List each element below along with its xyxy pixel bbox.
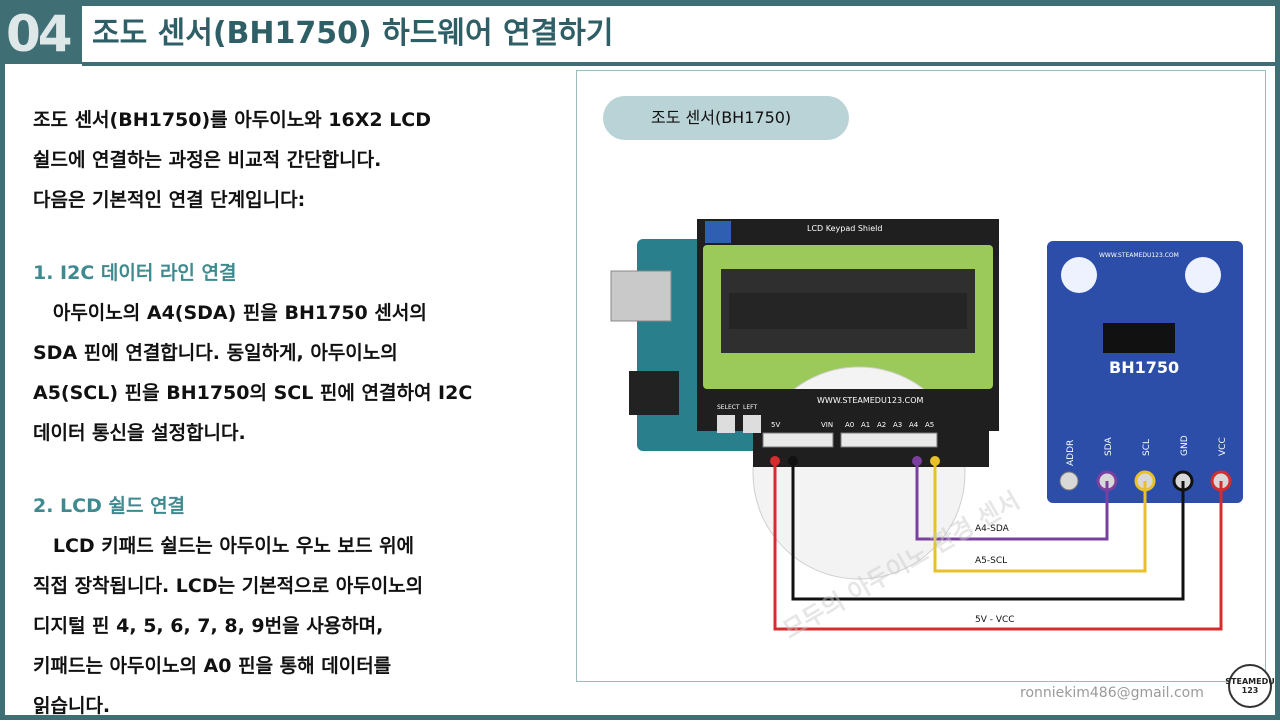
section-line: 읽습니다. [33,695,111,717]
section-title-lcd: 2. LCD 쉴드 연결 [33,495,186,517]
sensor-pin-labels: ADDR SDA SCL GND VCC [1066,435,1228,466]
left-button [743,415,761,433]
intro-line: 다음은 기본적인 연결 단계입니다: [33,189,306,211]
mount-hole [1185,257,1221,293]
pad-addr [1059,471,1079,491]
button-label-select: SELECT [717,404,740,411]
pin-label-vin: VIN [821,421,833,429]
sensor-pin-vcc: VCC [1218,437,1228,456]
pin-label-a2: A2 [877,421,886,429]
shield-url: WWW.STEAMEDU123.COM [817,396,924,405]
footer-email: ronniekim486@gmail.com [1020,685,1204,701]
wire-label-vcc: 5V - VCC [975,615,1015,625]
section-line: 데이터 통신을 설정합니다. [33,422,246,444]
analog-pin-labels: A0 A1 A2 A3 A4 A5 [845,421,934,429]
section-line: 아두이노의 A4(SDA) 핀을 BH1750 센서의 [33,302,427,324]
frame-top-border [0,0,1280,6]
body-text: 조도 센서(BH1750)를 아두이노와 16X2 LCD 쉴드에 연결하는 과… [33,100,553,726]
page-title: 조도 센서(BH1750) 하드웨어 연결하기 [92,16,614,51]
wire-vcc [773,461,1223,631]
header-underline [82,62,1280,66]
sensor-pin-scl: SCL [1142,439,1152,456]
lcd-chars [729,293,967,329]
wiring-diagram-svg: 조도 센서(BH1750) LCD Keypad Shield WWW.STEA… [603,96,1243,644]
wire-label-scl: A5-SCL [975,556,1007,566]
badge-bg [603,96,849,140]
wire-gnd [791,461,1185,601]
section-line: 키패드는 아두이노의 A0 핀을 통해 데이터를 [33,655,392,677]
usb-port [610,270,672,322]
button-label-left: LEFT [743,404,757,411]
wire-sda [915,461,1109,541]
pin-label-a3: A3 [893,421,902,429]
slide-number-box: 04 [0,0,82,64]
sensor-name: BH1750 [1109,358,1179,377]
intro-line: 쉴드에 연결하는 과정은 비교적 간단합니다. [33,149,382,171]
section-line: 직접 장착됩니다. LCD는 기본적으로 아두이노의 [33,575,424,597]
pin-label-a0: A0 [845,421,854,429]
badge-label: 조도 센서(BH1750) [651,108,791,127]
shield-bottom [753,389,989,467]
trim-pot [705,221,731,243]
sensor-pin-gnd: GND [1180,435,1190,456]
section-title-i2c: 1. I2C 데이터 라인 연결 [33,262,237,284]
intro-line: 조도 센서(BH1750)를 아두이노와 16X2 LCD [33,109,432,131]
section-line: LCD 키패드 쉴드는 아두이노 우노 보드 위에 [33,535,415,557]
shield-label: LCD Keypad Shield [807,224,882,233]
pin-label-5v: 5V [771,421,780,429]
pin-label-a4: A4 [909,421,919,429]
pin-label-a1: A1 [861,421,870,429]
slide-number: 04 [6,5,73,63]
sensor-url: WWW.STEAMEDU123.COM [1099,252,1179,259]
sensor-chip [1103,323,1175,353]
steamedu-logo: STEAMEDU 123 [1225,664,1275,708]
pin-label-a5: A5 [925,421,934,429]
section-line: 디지털 핀 4, 5, 6, 7, 8, 9번을 사용하며, [33,615,384,637]
wiring-diagram: 조도 센서(BH1750) LCD Keypad Shield WWW.STEA… [576,70,1266,682]
bh1750-board [1047,241,1243,503]
sensor-pin-addr: ADDR [1066,440,1076,466]
sensor-pin-sda: SDA [1104,437,1114,456]
section-line: A5(SCL) 핀을 BH1750의 SCL 핀에 연결하여 I2C [33,382,473,404]
section-line: SDA 핀에 연결합니다. 동일하게, 아두이노의 [33,342,398,364]
mount-hole [1061,257,1097,293]
select-button [717,415,735,433]
wire-label-sda: A4-SDA [975,524,1010,534]
wire-scl [933,461,1147,573]
header-pins [762,432,938,448]
power-jack [629,371,679,415]
